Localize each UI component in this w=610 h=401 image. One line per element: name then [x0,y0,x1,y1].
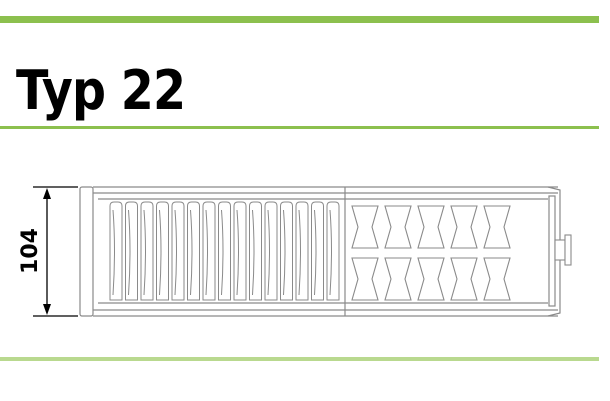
front-fin-inner-line [190,209,193,296]
dimension-arrow-top [43,188,51,199]
front-fin-inner-line [314,209,317,296]
front-fin-inner-line [128,209,131,296]
front-fin-inner-line [221,209,224,296]
fitting-flange [564,234,572,266]
front-fin-inner-line [329,209,332,296]
rear-convector-fins [351,205,511,301]
front-fin-inner-line [298,209,301,296]
front-fin [125,201,138,301]
front-fin [140,201,154,301]
front-convector-fins [109,201,340,301]
dimension-arrow-bottom [43,304,51,315]
rear-fin-top [384,205,412,249]
front-fin [218,201,231,301]
front-fin [311,201,324,301]
bottom-green-rule [0,357,599,361]
front-fin [202,201,216,301]
front-fin-inner-line [267,209,270,296]
front-fin [249,201,262,301]
connection-fitting [554,234,572,266]
front-fin-inner-line [159,209,162,296]
title-divider-rule [0,126,599,129]
radiator-cross-section-drawing: 104 [18,186,572,317]
height-dimension [33,186,78,317]
dimension-label: 104 [18,228,43,274]
top-green-rule [0,16,599,23]
rear-fin-top [417,205,445,249]
rear-fin-top [450,205,478,249]
rear-fin-bottom [483,257,511,301]
front-fin [280,201,293,301]
front-fin [109,201,123,301]
page-title: Typ 22 [16,59,186,123]
front-fin [187,201,200,301]
fitting-stub [554,239,566,261]
front-fin-inner-line [283,209,286,296]
front-fin-inner-line [236,209,239,296]
front-fin-inner-line [252,209,255,296]
radiator-rear-panel [548,195,556,307]
rear-fin-top [351,205,379,249]
rear-fin-bottom [450,257,478,301]
front-fin [264,201,278,301]
rear-fin-bottom [417,257,445,301]
front-fin [295,201,309,301]
radiator-body [79,186,561,317]
front-fin-inner-line [112,209,115,296]
rear-fin-bottom [384,257,412,301]
rear-fin-top [483,205,511,249]
radiator-front-panel [79,186,94,317]
front-fin-inner-line [205,209,208,296]
front-fin [233,201,247,301]
front-fin [171,201,185,301]
front-fin [326,201,340,301]
front-fin-inner-line [174,209,177,296]
front-fin-inner-line [143,209,146,296]
front-fin [156,201,169,301]
rear-fin-bottom [351,257,379,301]
